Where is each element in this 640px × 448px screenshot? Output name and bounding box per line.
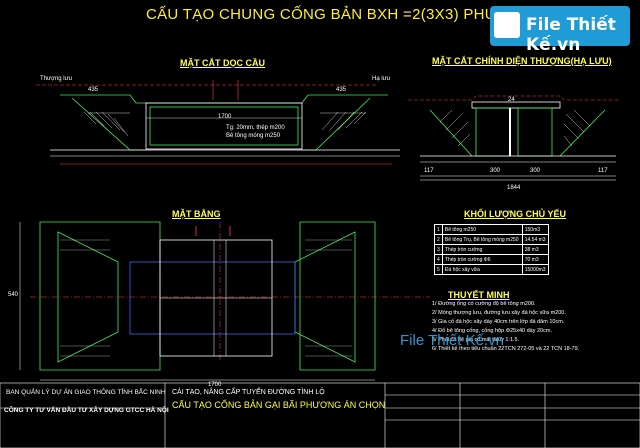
dim-right-435: 435 [336,87,346,93]
dim-plan-540: 540 [8,292,18,298]
dim-longitudinal-1700: 1700 [218,114,231,120]
section-plan-title: MẶT BẰNG [172,209,221,219]
table-cell-value: 38 m3 [522,245,548,255]
dim-front-300b: 300 [530,168,540,174]
table-cell-value: 70 m3 [522,255,548,265]
note-item: 3/ Gia cố đá hộc xây dày 40cm trên lớp đ… [432,318,579,327]
table-row: 3 Thép tròn cường 38 m3 [435,245,549,255]
quantities-table: 1 Bê tông m250 150m3 2 Bê tông Trụ, Bê t… [434,224,549,275]
hatch-left [84,112,128,136]
title-block-owner: BAN QUẢN LÝ DỰ ÁN GIAO THÔNG TỈNH BẮC NI… [6,389,166,396]
dim-front-1844: 1844 [507,185,520,191]
label-upstream: Thượng lưu [40,76,72,82]
hatch-right [322,112,366,130]
table-cell-value: 14.54 m3 [522,235,548,245]
section-notes-title: THUYẾT MINH [448,290,510,300]
front-hatch [440,110,590,146]
title-block-consultant: CÔNG TY TƯ VẤN ĐẦU TƯ XÂY DỰNG GTCC HÀ N… [4,407,169,414]
section-quantities-title: KHỐI LƯỢNG CHỦ YẾU [464,209,566,219]
dim-front-24: 24 [508,97,515,103]
logo-icon [494,12,520,38]
front-section [408,96,620,180]
table-row: 1 Bê tông m250 150m3 [435,225,549,235]
dim-front-300: 300 [490,168,500,174]
dim-front-117: 117 [424,168,434,174]
table-row: 4 Thép tròn cường Φ6 70 m3 [435,255,549,265]
table-row: 2 Bê tông Trụ, Bê tông móng m250 14.54 m… [435,235,549,245]
label-deck: Tg: 20mm, thép m200 [226,125,285,131]
table-cell-no: 2 [435,235,443,245]
watermark-bottom: File Thiết Kế.vn [400,332,504,349]
table-cell-no: 1 [435,225,443,235]
logo-text: File Thiết Kế.vn [526,15,630,55]
label-downstream: Hạ lưu [372,76,390,82]
table-cell-item: Đá hộc xây vữa [442,265,522,275]
title-block-drawing-name: CẤU TẠO CỐNG BẢN GẠI BÃI PHƯƠNG ÁN CHỌN [172,400,385,410]
table-cell-no: 4 [435,255,443,265]
table-cell-no: 5 [435,265,443,275]
note-item: 1/ Đường ống có cường độ bê tông m200. [432,300,579,309]
title-block-project: CẢI TẠO, NÂNG CẤP TUYẾN ĐƯỜNG TỈNH LỘ [172,389,325,396]
dim-plan-1700: 1700 [208,382,221,388]
plan-view [20,222,430,380]
table-cell-item: Bê tông m250 [442,225,522,235]
watermark-logo: File Thiết Kế.vn [490,6,630,46]
label-foundation: Bê tông móng m250 [226,133,280,139]
table-row: 5 Đá hộc xây vữa 15000m3 [435,265,549,275]
table-cell-value: 150m3 [522,225,548,235]
section-front-title: MẶT CẮT CHÍNH DIỆN THƯỢNG(HẠ LƯU) [432,56,612,66]
note-item: 2/ Móng thượng lưu, đường lưu xây đá hộc… [432,309,579,318]
table-cell-item: Thép tròn cường [442,245,522,255]
section-longitudinal-title: MẶT CẮT DỌC CẦU [180,58,265,68]
table-cell-item: Thép tròn cường Φ6 [442,255,522,265]
dim-left-435: 435 [88,87,98,93]
dim-front-117b: 117 [598,168,608,174]
table-cell-value: 15000m3 [522,265,548,275]
table-cell-no: 3 [435,245,443,255]
table-cell-item: Bê tông Trụ, Bê tông móng m250 [442,235,522,245]
